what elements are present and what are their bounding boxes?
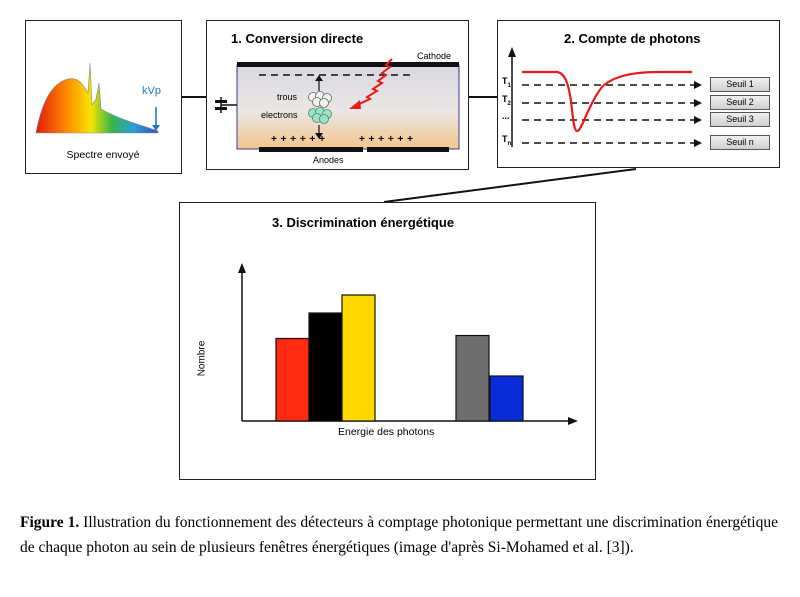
threshold-label: T1: [502, 76, 511, 89]
threshold-lines: [522, 84, 698, 144]
pulse-signal: [522, 70, 692, 133]
plus-signs-right: + + + + + +: [359, 134, 414, 145]
detector-graphic: [215, 58, 460, 152]
seuil-box: Seuil n: [710, 135, 770, 150]
conversion-title: 1. Conversion directe: [231, 31, 364, 46]
figure-caption-text: Illustration du fonctionnement des détec…: [20, 514, 778, 556]
seuil-box: Seuil 3: [710, 112, 770, 127]
histogram-bar: [489, 375, 524, 422]
plus-signs-left: + + + + + +: [271, 134, 326, 145]
counting-title: 2. Compte de photons: [564, 31, 701, 46]
seuil-box: Seuil 2: [710, 95, 770, 110]
anode-pad-left: [259, 147, 363, 152]
counting-graphic: [508, 47, 702, 147]
anode-pad-right: [367, 147, 449, 152]
histogram-bar: [308, 312, 343, 422]
cathode-plate: [237, 62, 459, 67]
y-axis-label: Nombre: [196, 340, 208, 377]
seuil-box: Seuil 1: [710, 77, 770, 92]
discrimination-panel: 3. Discrimination énergétique Nombre Ene…: [179, 202, 596, 480]
photon-path: [356, 58, 393, 106]
spectrum-panel: kVp Spectre envoyé: [25, 20, 182, 174]
electrons-label: electrons: [261, 110, 298, 120]
histogram-bar: [275, 337, 310, 422]
spectrum-curve: [35, 62, 159, 134]
bias-capacitor: [215, 100, 227, 103]
energy-histogram: [238, 263, 578, 425]
holes-label: trous: [277, 92, 298, 102]
spectrum-caption: Spectre envoyé: [66, 149, 140, 161]
figure-label: Figure 1.: [20, 514, 80, 531]
conversion-panel: 1. Conversion directe: [206, 20, 469, 170]
electrons-cloud: [308, 107, 332, 124]
kvp-label: kVp: [142, 85, 161, 97]
xray-spectrum-graphic: [35, 62, 160, 134]
figure-caption: Figure 1. Illustration du fonctionnement…: [20, 510, 778, 560]
x-axis-label: Energie des photons: [338, 426, 435, 438]
cathode-label: Cathode: [417, 51, 452, 61]
anodes-label: Anodes: [313, 155, 344, 165]
histogram-bar: [341, 294, 376, 422]
threshold-label: T2: [502, 94, 511, 107]
histogram-bar: [455, 334, 490, 422]
detector-body: [236, 64, 460, 150]
discrimination-title: 3. Discrimination énergétique: [272, 215, 455, 230]
holes-cloud: [308, 91, 332, 108]
threshold-label: Tn: [502, 134, 512, 147]
threshold-label: ...: [502, 111, 510, 121]
